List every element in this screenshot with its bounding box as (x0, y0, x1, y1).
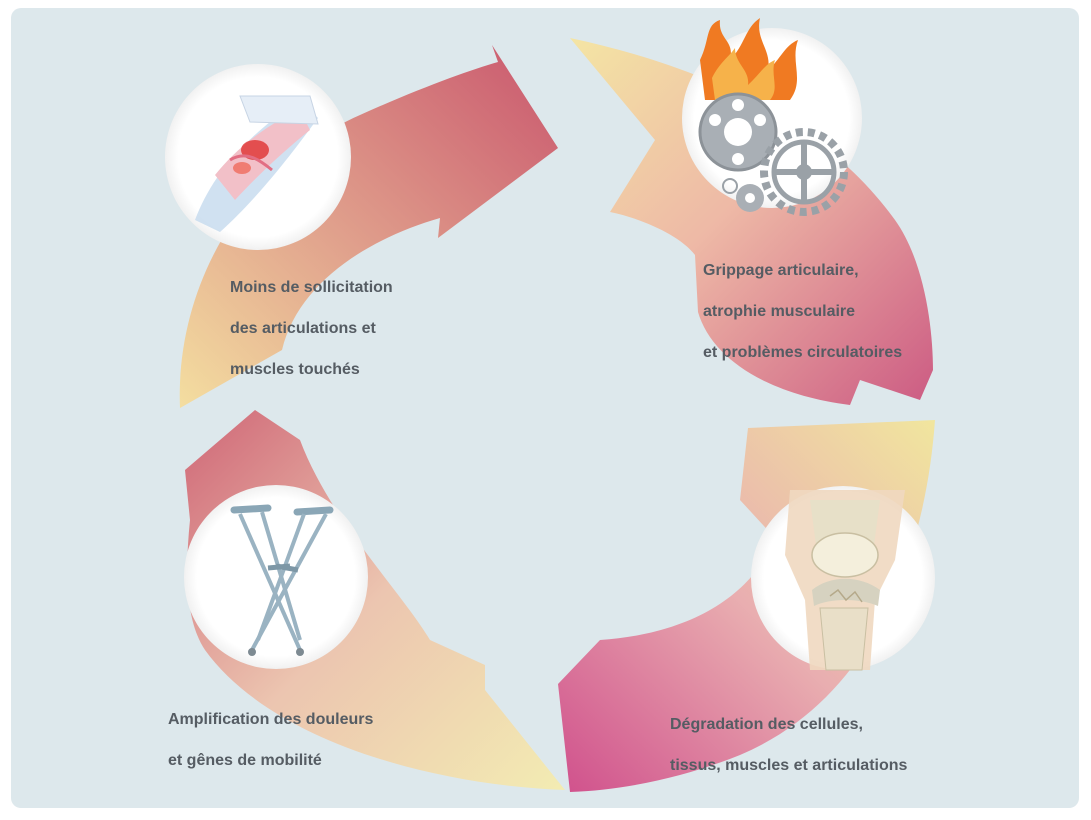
step-2-line-2: atrophie musculaire (703, 302, 902, 323)
step-3-line-2: tissus, muscles et articulations (670, 756, 907, 777)
step-label-2: Grippage articulaire, atrophie musculair… (703, 240, 902, 384)
step-1-line-2: des articulations et (230, 319, 393, 340)
step-label-4: Amplification des douleurs et gênes de m… (168, 689, 373, 792)
bandaged-wrist-icon (165, 64, 351, 250)
step-4-line-2: et gênes de mobilité (168, 751, 373, 772)
step-2-line-1: Grippage articulaire, (703, 261, 902, 282)
step-1-line-3: muscles touchés (230, 360, 393, 381)
step-3-line-1: Dégradation des cellules, (670, 715, 907, 736)
step-4-line-1: Amplification des douleurs (168, 710, 373, 731)
step-2-line-3: et problèmes circulatoires (703, 343, 902, 364)
crutches-icon (184, 485, 368, 669)
step-1-line-1: Moins de sollicitation (230, 278, 393, 299)
step-label-3: Dégradation des cellules, tissus, muscle… (670, 694, 907, 797)
step-label-1: Moins de sollicitation des articulations… (230, 257, 393, 401)
knee-joint-icon (751, 486, 935, 670)
